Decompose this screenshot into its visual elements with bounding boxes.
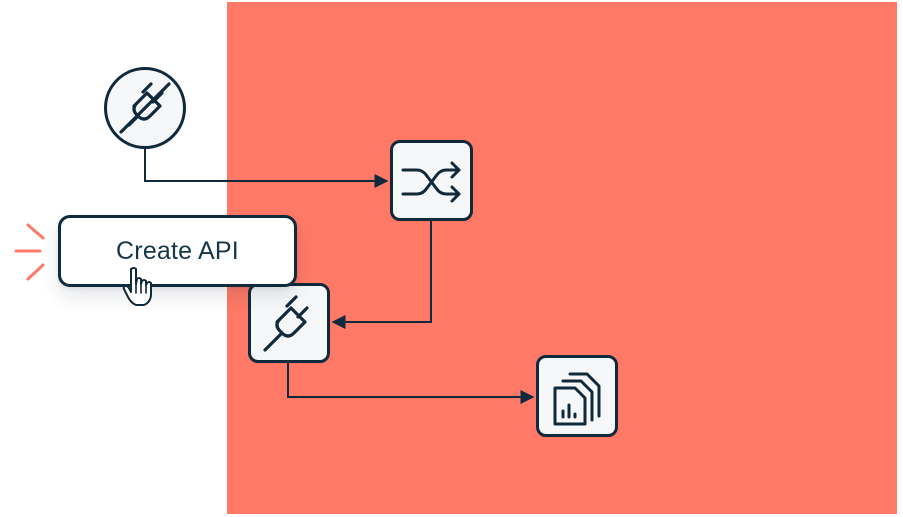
accent-background-panel [227, 2, 897, 514]
plug-disconnected-icon [119, 82, 171, 134]
plug-target-node [248, 283, 330, 363]
shuffle-node [390, 140, 473, 221]
report-node [536, 355, 618, 437]
report-documents-icon [553, 372, 601, 426]
plug-icon [263, 295, 309, 352]
click-burst-icon [14, 223, 45, 281]
shuffle-icon [401, 161, 461, 203]
hand-pointer-icon [122, 267, 152, 306]
plug-source-node [104, 67, 186, 149]
create-api-button[interactable]: Create API [58, 215, 297, 287]
